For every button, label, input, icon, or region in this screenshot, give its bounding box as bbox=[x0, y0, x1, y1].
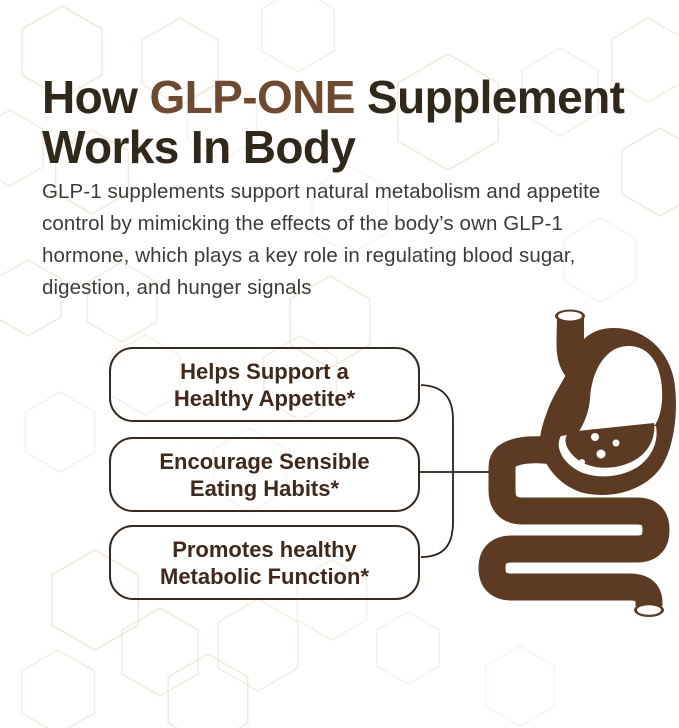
benefit-line: Promotes healthy bbox=[172, 536, 357, 562]
title-text: How bbox=[42, 71, 150, 123]
hexagon-decoration bbox=[167, 653, 249, 728]
content-bubble bbox=[596, 449, 606, 459]
title-line-2: Works In Body bbox=[42, 121, 356, 173]
content-bubble bbox=[612, 439, 620, 447]
benefit-box-healthy-appetite: Helps Support a Healthy Appetite* bbox=[109, 347, 420, 422]
benefit-line: Eating Habits* bbox=[189, 475, 340, 501]
intro-paragraph: GLP-1 supplements support natural metabo… bbox=[42, 176, 642, 304]
stomach-contents bbox=[565, 423, 655, 468]
intro-line: GLP-1 supplements support natural metabo… bbox=[42, 180, 601, 203]
connector-bracket bbox=[420, 384, 454, 558]
benefit-line: Metabolic Function* bbox=[160, 563, 369, 589]
title-line-1: How GLP-ONE Supplement bbox=[42, 72, 679, 122]
intestine bbox=[478, 436, 670, 606]
intestine-opening bbox=[637, 605, 661, 615]
esophagus bbox=[556, 315, 605, 398]
hexagon-decoration bbox=[24, 391, 96, 473]
stomach-intestines-illustration bbox=[478, 309, 676, 617]
stomach-body bbox=[539, 316, 676, 495]
intro-line: hormone, which plays a key role in regul… bbox=[42, 244, 576, 267]
content-bubble bbox=[579, 459, 585, 465]
benefit-line: Encourage Sensible bbox=[159, 448, 370, 474]
hexagon-decoration bbox=[260, 0, 336, 73]
esophagus-opening bbox=[558, 311, 582, 321]
title-highlight-glp-one: GLP-ONE bbox=[149, 71, 355, 123]
intestine-end-rim bbox=[634, 603, 664, 617]
benefit-box-metabolic-function: Promotes healthy Metabolic Function* bbox=[109, 525, 420, 600]
hexagon-decoration bbox=[121, 607, 199, 697]
intro-line: digestion, and hunger signals bbox=[42, 276, 312, 299]
benefit-line: Helps Support a bbox=[180, 358, 349, 384]
stomach-interior bbox=[578, 345, 663, 433]
connector-lines bbox=[419, 384, 490, 558]
hexagon-decoration bbox=[217, 598, 299, 692]
intro-line: control by mimicking the effects of the … bbox=[42, 212, 564, 235]
hexagon-decoration bbox=[20, 649, 96, 728]
benefit-line: Healthy Appetite* bbox=[173, 385, 356, 411]
stomach-pouch-interior bbox=[558, 426, 657, 477]
hexagon-decoration bbox=[375, 611, 441, 685]
benefit-box-eating-habits: Encourage Sensible Eating Habits* bbox=[109, 437, 420, 512]
content-bubble bbox=[591, 433, 599, 441]
esophagus-rim bbox=[555, 309, 585, 323]
title-text-suffix: Supplement bbox=[354, 71, 625, 123]
page-title: How GLP-ONE Supplement Works In Body bbox=[42, 72, 679, 172]
hexagon-decoration bbox=[484, 645, 556, 727]
hexagon-decoration bbox=[0, 109, 44, 187]
